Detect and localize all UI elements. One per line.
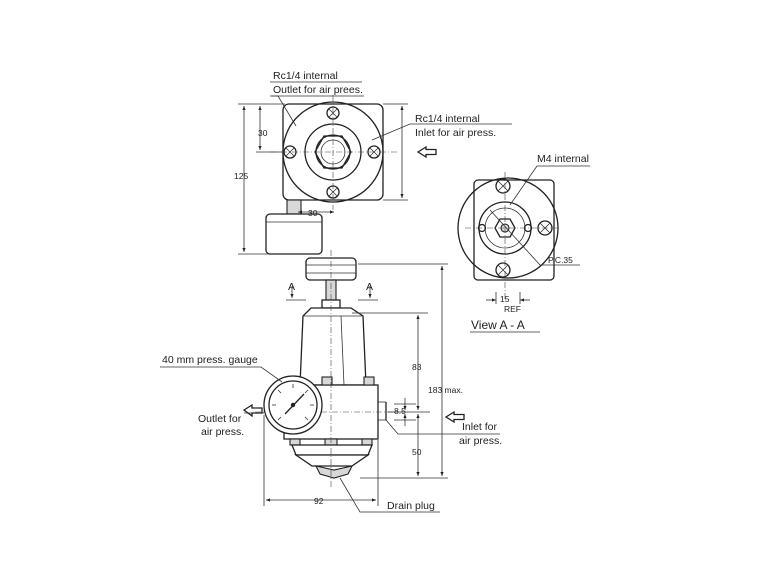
outlet-label-line1: Outlet for: [198, 413, 242, 425]
filter-bowl: [291, 444, 373, 456]
outlet-arrow-icon: [242, 403, 263, 418]
gauge-ticks-icon: [272, 384, 314, 421]
front-view: A A 183 max. 83 8.5 50 92 40 mm press. g…: [160, 250, 502, 513]
dim-30-vertical: 30: [258, 128, 268, 138]
drain-plug-icon: [314, 465, 354, 479]
pc35-label: P.C.35: [548, 255, 573, 265]
dim-50: 50: [412, 447, 422, 457]
view-a-a-title: View A - A: [471, 318, 525, 332]
section-a-right: A: [366, 281, 373, 293]
section-a-left: A: [288, 281, 295, 293]
section-view-a-a: M4 internal P.C.35 15 REF View A - A: [457, 153, 590, 333]
top-view: 30 125 30 Rc1/4 internal Outlet for air …: [234, 70, 512, 255]
inlet-label-line2: air press.: [459, 435, 502, 447]
inlet-desc-label-top: Inlet for air press.: [415, 127, 496, 139]
bonnet: [299, 307, 367, 386]
front-inlet-arrow-icon: [444, 410, 465, 424]
dim-30-horizontal: 30: [308, 208, 318, 218]
drain-plug-label: Drain plug: [387, 500, 435, 512]
outlet-desc-label: Outlet for air prees.: [273, 84, 363, 96]
m4-label: M4 internal: [537, 153, 589, 165]
section-bolt-bottom: [495, 262, 511, 278]
section-bolt-top: [495, 178, 511, 194]
outlet-thread-label: Rc1/4 internal: [273, 70, 338, 82]
ref-label: REF: [504, 304, 521, 314]
inlet-label-line1: Inlet for: [462, 421, 498, 433]
top-gauge-body: [265, 213, 323, 255]
dim-92: 92: [314, 496, 324, 506]
section-body-outline: [473, 179, 555, 281]
dim-8-5: 8.5: [394, 406, 406, 416]
dim-83: 83: [412, 362, 422, 372]
dim-15: 15: [500, 294, 510, 304]
outlet-label-line2: air press.: [201, 426, 244, 438]
top-inlet-arrow-icon: [416, 145, 437, 159]
dim-125: 125: [234, 171, 248, 181]
dim-183-max: 183 max.: [428, 385, 463, 395]
gauge-label: 40 mm press. gauge: [162, 354, 258, 366]
inlet-thread-label-top: Rc1/4 internal: [415, 113, 480, 125]
